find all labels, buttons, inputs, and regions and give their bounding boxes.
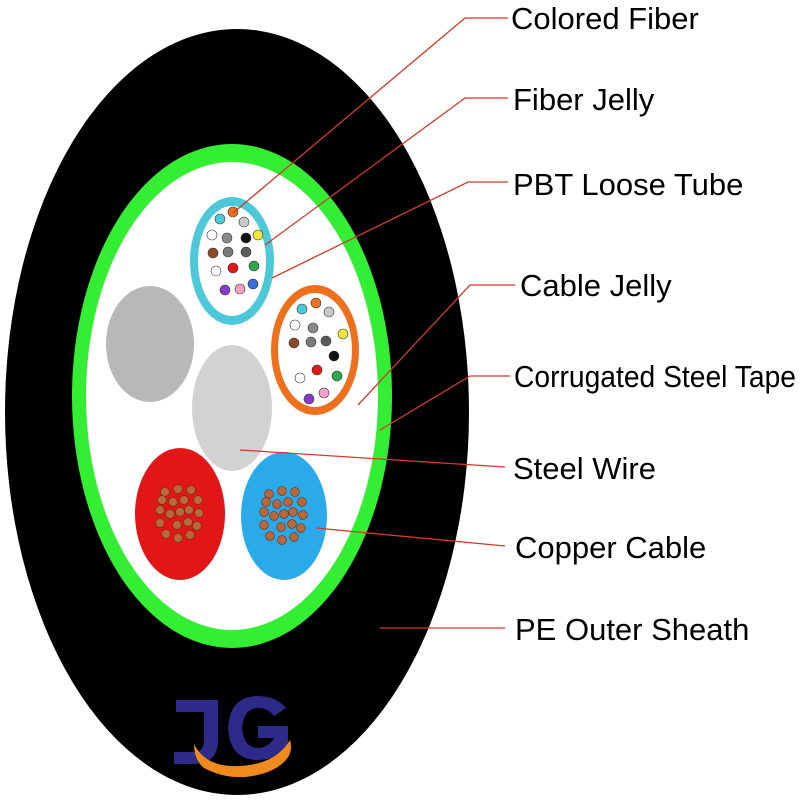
callout-copper-cable: Copper Cable xyxy=(515,530,706,565)
callout-pe-outer-sheath: PE Outer Sheath xyxy=(515,612,749,647)
leader-corrugated-steel-tape xyxy=(379,375,510,431)
leader-fiber-jelly xyxy=(264,97,508,246)
colored-fibers-1 xyxy=(206,206,264,296)
loose-tube-2 xyxy=(271,285,359,415)
steel-wire xyxy=(192,345,272,471)
callout-cable-jelly: Cable Jelly xyxy=(520,268,672,303)
leader-pbt-loose-tube xyxy=(271,181,508,279)
copper-strands-1 xyxy=(155,484,204,543)
copper-cable-blue xyxy=(241,452,327,580)
callout-colored-fiber: Colored Fiber xyxy=(511,1,699,36)
leader-copper-cable xyxy=(315,527,506,547)
callout-steel-wire: Steel Wire xyxy=(513,451,656,486)
logo-letter-j xyxy=(174,700,218,764)
leader-steel-wire xyxy=(239,449,506,468)
loose-tube-1 xyxy=(190,197,274,325)
jg-logo xyxy=(174,696,292,778)
copper-cable-red xyxy=(135,448,225,580)
callout-pbt-loose-tube: PBT Loose Tube xyxy=(513,167,743,202)
leader-cable-jelly xyxy=(357,284,515,406)
copper-strands-2 xyxy=(259,486,308,545)
leader-lines xyxy=(232,17,515,629)
callout-fiber-jelly: Fiber Jelly xyxy=(513,82,655,117)
logo-letter-g xyxy=(228,696,288,760)
leader-colored-fiber xyxy=(232,17,508,214)
colored-fibers-2 xyxy=(288,297,349,405)
callout-corrugated-steel-tape: Corrugated Steel Tape xyxy=(514,359,796,394)
logo-swoosh xyxy=(194,740,292,778)
filler-rod xyxy=(106,286,194,402)
